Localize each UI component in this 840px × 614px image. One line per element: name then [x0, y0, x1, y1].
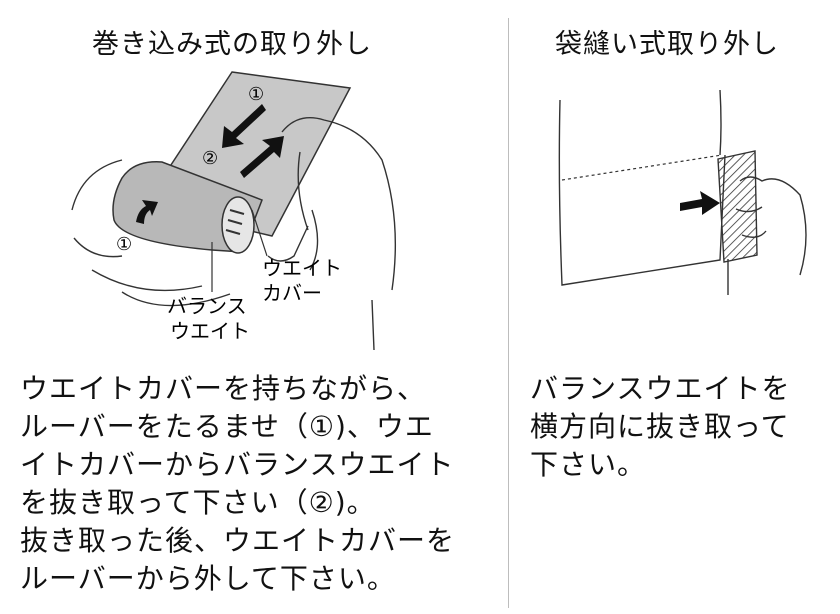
step-1-bottom-marker: ① — [116, 234, 132, 255]
rolled-type-panel: 巻き込み式の取り外し ① ② ① ウエイト カバー バランス ウエイト ウエイト… — [20, 29, 500, 598]
description-line: バランスウエイトを — [530, 372, 791, 405]
pocket-type-panel: 袋縫い式取り外し バランスウエイトを 横方向に抜き取って 下さい。 — [510, 0, 840, 614]
rolled-type-title: 巻き込み式の取り外し — [92, 29, 372, 60]
arrow-down-icon — [222, 104, 266, 148]
label-weight-cover-2: カバー — [262, 281, 322, 305]
panel-divider — [508, 18, 509, 608]
description-line: イトカバーからバランスウエイト — [20, 448, 455, 481]
description-line: ルーバーから外して下さい。 — [20, 562, 396, 595]
balance-weight — [225, 209, 245, 235]
description-line: ルーバーをたるませ（①)、ウエ — [20, 410, 434, 443]
description-line: を抜き取って下さい（②)。 — [20, 486, 376, 519]
right-hand — [267, 117, 397, 351]
label-weight-cover-1: ウエイト — [262, 256, 342, 280]
pocket-type-description: バランスウエイトを 横方向に抜き取って 下さい。 — [530, 370, 830, 484]
description-line: 抜き取った後、ウエイトカバーを — [20, 524, 456, 557]
louver-outline — [558, 99, 726, 286]
description-line: 下さい。 — [530, 448, 647, 481]
label-balance-weight-2: ウエイト — [170, 319, 250, 343]
label-balance-weight-1: バランス — [167, 294, 247, 318]
louver-edge — [719, 89, 722, 156]
description-line: 横方向に抜き取って — [530, 410, 790, 443]
step-2-marker: ② — [202, 148, 218, 169]
balance-weight-hatched — [717, 150, 758, 263]
roll-end — [221, 196, 255, 254]
description-line: ウエイトカバーを持ちながら、 — [20, 372, 427, 405]
stitch-line — [561, 154, 723, 181]
pocket-type-title: 袋縫い式取り外し — [555, 29, 779, 60]
rolled-type-illustration: ① ② ① ウエイト カバー バランス ウエイト — [71, 71, 397, 351]
step-1-top-marker: ① — [248, 84, 264, 105]
hand — [727, 176, 807, 295]
rolled-type-description: ウエイトカバーを持ちながら、 ルーバーをたるませ（①)、ウエ イトカバーからバラ… — [20, 370, 500, 598]
left-hand — [71, 159, 231, 307]
pocket-type-illustration — [558, 89, 807, 295]
leader-weight-cover — [251, 209, 268, 257]
arrow-up-icon — [240, 136, 284, 178]
arrow-roll-icon — [136, 200, 158, 224]
arrow-right-icon — [680, 191, 720, 215]
